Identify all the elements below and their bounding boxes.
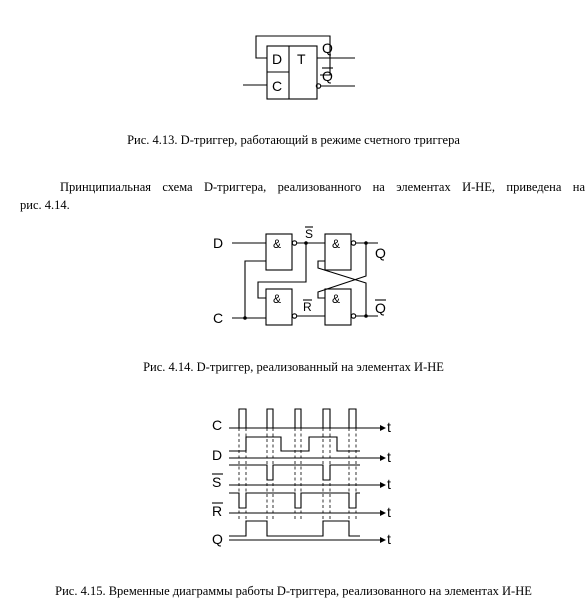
signal-label-s: S [212, 474, 221, 490]
nand-gate-1 [265, 233, 293, 271]
figure-4-15-timing-diagram: C D S R Q t t t t t [212, 408, 391, 547]
paragraph-line-2: рис. 4.14. [20, 198, 70, 212]
fig413-qbar-label: Q [322, 68, 333, 84]
paragraph-line-1: Принципиальная схема D-триггера, реализо… [60, 180, 585, 194]
axis-t-s: t [387, 476, 391, 492]
timing-guidelines [238, 428, 357, 520]
gate-4-symbol: & [332, 292, 340, 306]
fig414-q-label: Q [375, 245, 386, 261]
gate-1-symbol: & [273, 237, 281, 251]
gate-2-symbol: & [332, 237, 340, 251]
fig414-c-label: C [213, 310, 223, 326]
axis-t-r: t [387, 504, 391, 520]
fig414-qbar-label: Q [375, 300, 386, 316]
axis-t-d: t [387, 449, 391, 465]
fig413-d-label: D [272, 51, 282, 67]
signal-label-q: Q [212, 531, 223, 547]
figure-4-14-diagram: & & & & D C S R Q Q [213, 226, 386, 326]
fig414-s-label: S [305, 227, 313, 241]
waveform-s [229, 464, 360, 481]
waveform-c [229, 408, 360, 429]
feedback-wire [255, 35, 331, 76]
fig414-d-label: D [213, 235, 223, 251]
figure-4-15-caption: Рис. 4.15. Временные диаграммы работы D-… [55, 584, 532, 598]
waveform-d [229, 436, 360, 452]
gate-3-symbol: & [273, 292, 281, 306]
fig414-r-label: R [303, 300, 312, 314]
axis-t-c: t [387, 419, 391, 435]
fig413-c-label: C [272, 78, 282, 94]
axis-t-q: t [387, 531, 391, 547]
signal-label-d: D [212, 447, 222, 463]
nand-gate-2 [324, 233, 352, 271]
fig413-q-label: Q [322, 40, 333, 56]
nand-gate-4 [324, 288, 352, 326]
signal-label-r: R [212, 503, 222, 519]
waveform-q [229, 520, 360, 537]
figure-4-14-caption: Рис. 4.14. D-триггер, реализованный на э… [143, 360, 444, 374]
waveform-r [229, 492, 360, 509]
signal-label-c: C [212, 417, 222, 433]
time-axes [229, 425, 386, 543]
nand-gate-3 [265, 288, 293, 326]
figure-4-13-caption: Рис. 4.13. D-триггер, работающий в режим… [127, 133, 460, 147]
fig413-t-label: T [297, 51, 306, 67]
figure-4-13-diagram: D T C Q Q [243, 35, 355, 100]
